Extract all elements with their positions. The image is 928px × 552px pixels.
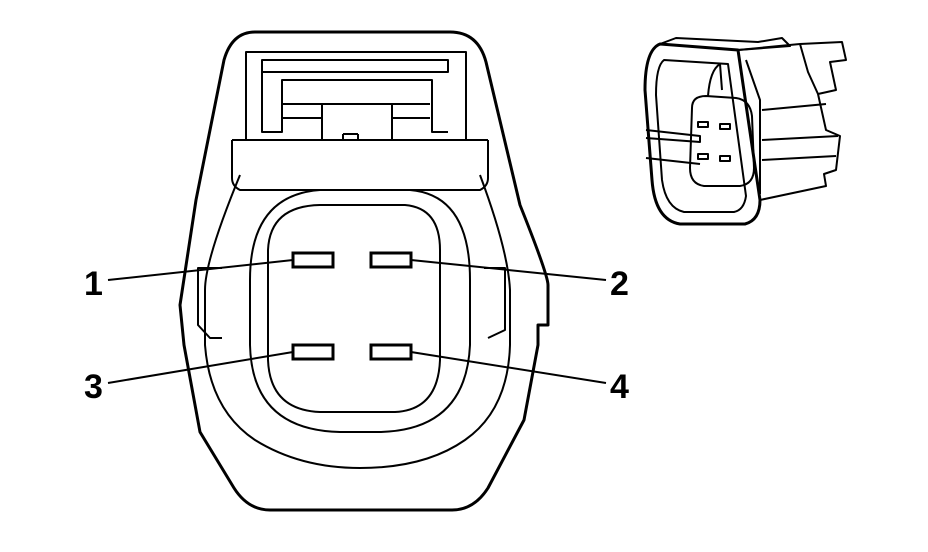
- left-side-latch: [197, 267, 222, 339]
- pin-3-leader: [107, 351, 294, 384]
- locking-tab: [231, 51, 489, 191]
- pin-1-label: 1: [84, 265, 103, 303]
- pin-1-terminal: [291, 251, 335, 269]
- pin-4-leader: [410, 351, 607, 384]
- pin-4-terminal: [369, 343, 413, 361]
- cavity-surround: [249, 189, 471, 433]
- connector-isometric-view: [643, 37, 847, 226]
- pin-1-leader: [107, 259, 294, 281]
- right-side-latch: [484, 267, 506, 339]
- pin-2-leader: [410, 259, 607, 281]
- terminal-cavity: [267, 204, 441, 413]
- connector-outer-body: [178, 30, 550, 512]
- pin-4-label: 4: [610, 368, 629, 406]
- pin-2-terminal: [369, 251, 413, 269]
- pin-2-label: 2: [610, 265, 629, 303]
- connector-face: 1 2 3 4: [84, 30, 629, 512]
- connector-inner-body: [204, 174, 511, 469]
- pin-3-terminal: [291, 343, 335, 361]
- pin-3-label: 3: [84, 368, 103, 406]
